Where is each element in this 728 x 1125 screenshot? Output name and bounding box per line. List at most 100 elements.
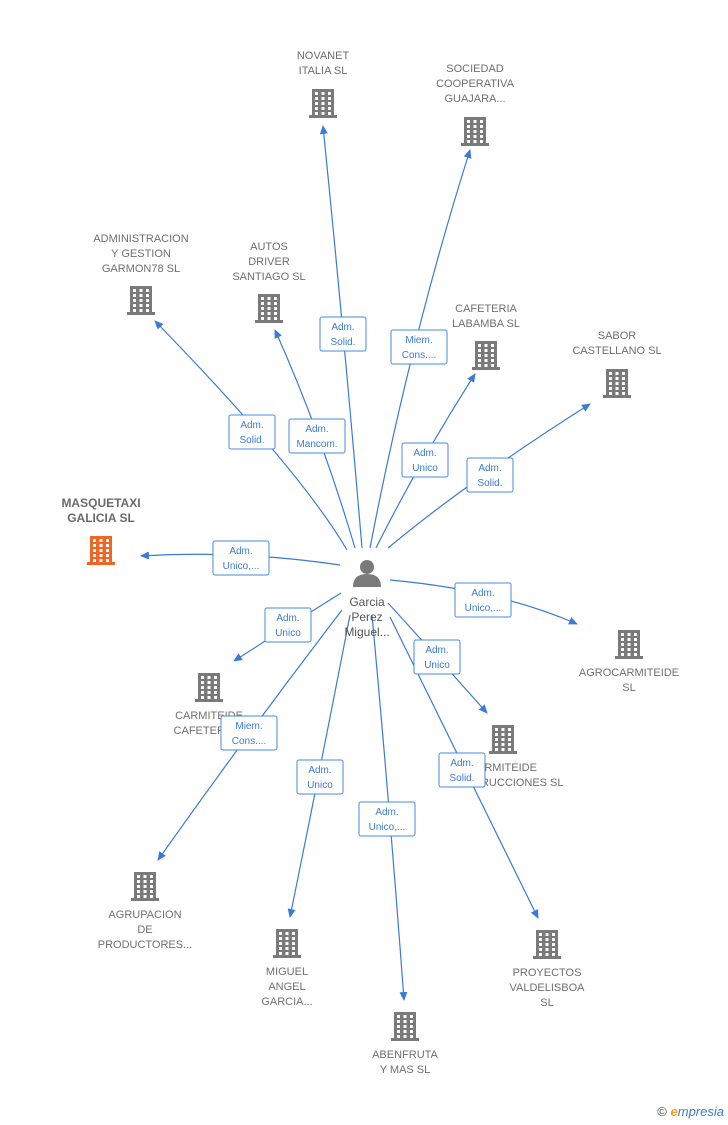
edge-label-sabor[interactable]: Adm. Solid. (466, 457, 514, 493)
node-autos[interactable]: AUTOS DRIVER SANTIAGO SL (232, 241, 306, 323)
node-label-line: SL (622, 682, 635, 694)
edge-label-box (466, 457, 514, 493)
building-icon (195, 673, 223, 702)
edge-label-carmiteide-construcciones[interactable]: Adm. Unico (413, 639, 461, 675)
edge-label-line: Adm. (425, 645, 448, 656)
edge-label-line: Unico,... (369, 822, 406, 833)
edge-label-line: Unico (307, 780, 333, 791)
footer-brand: © empresia (657, 1104, 724, 1119)
edge-label-line: Adm. (413, 448, 436, 459)
edge-label-box (401, 442, 449, 478)
node-label-line: SL (540, 997, 553, 1009)
edge-label-sociedad[interactable]: Miem.Cons.... (390, 329, 448, 365)
building-icon (273, 929, 301, 958)
node-label-line: DE (137, 924, 152, 936)
edge-label-proyectos[interactable]: Adm. Solid. (438, 752, 486, 788)
edge-label-box (438, 752, 486, 788)
node-label-line: COOPERATIVA (436, 78, 514, 90)
building-icon (461, 117, 489, 146)
node-label-line: AUTOS (250, 241, 288, 253)
edge-labels-layer: Adm.Solid.Miem.Cons....Adm.Solid.Adm.Man… (212, 316, 514, 837)
edge-label-line: Cons.... (232, 736, 266, 747)
edge-label-masquetaxi[interactable]: Adm. Unico,... (212, 540, 270, 576)
building-icon (309, 89, 337, 118)
edge-label-line: Adm. (375, 807, 398, 818)
edge-label-novanet[interactable]: Adm. Solid. (319, 316, 367, 352)
node-label-line: Y GESTION (111, 248, 171, 260)
edge-label-box (228, 414, 276, 450)
building-icon (603, 369, 631, 398)
edge-label-line: Adm. (450, 758, 473, 769)
center-person[interactable]: GarciaPerezMiguel... (344, 560, 390, 639)
edge-label-miguel-angel[interactable]: Adm. Unico (296, 759, 344, 795)
edge-label-administracion[interactable]: Adm. Solid. (228, 414, 276, 450)
edge-label-line: Adm. (308, 765, 331, 776)
building-icon (127, 286, 155, 315)
edge-label-box (264, 607, 312, 643)
building-icon (615, 630, 643, 659)
building-icon (87, 536, 115, 565)
edge-label-box (454, 582, 512, 618)
node-cafeteria-labamba[interactable]: CAFETERIA LABAMBA SL (452, 303, 520, 370)
edge-label-line: Adm. (229, 546, 252, 557)
node-agrupacion[interactable]: AGRUPACIONDEPRODUCTORES... (98, 872, 193, 951)
node-label-line: LABAMBA SL (452, 318, 520, 330)
building-icon (255, 294, 283, 323)
edge-label-line: Miem. (405, 335, 432, 346)
edge-label-abenfruta[interactable]: Adm. Unico,... (358, 801, 416, 837)
center-label-line: Perez (351, 610, 382, 624)
edge-label-line: Solid. (330, 337, 355, 348)
edge-label-box (413, 639, 461, 675)
node-label-line: SANTIAGO SL (232, 271, 305, 283)
edge-label-carmiteide-cafeteria[interactable]: Adm.Unico (264, 607, 312, 643)
edge-label-box (220, 715, 278, 751)
edge-label-cafeteria-labamba[interactable]: Adm. Unico (401, 442, 449, 478)
edge-label-box (296, 759, 344, 795)
edge-label-line: Adm. (240, 420, 263, 431)
edge-label-box (212, 540, 270, 576)
edge-label-line: Solid. (477, 478, 502, 489)
node-label-line: SABOR (598, 330, 637, 342)
node-label-line: AGRUPACION (108, 909, 181, 921)
building-icon (472, 341, 500, 370)
node-label-line: CAFETERIA (455, 303, 517, 315)
edge-label-line: Adm. (331, 322, 354, 333)
edge-label-agrocarmiteide[interactable]: Adm.Unico,... (454, 582, 512, 618)
building-icon (533, 930, 561, 959)
edge-label-box (358, 801, 416, 837)
node-miguel-angel[interactable]: MIGUELANGELGARCIA... (261, 929, 313, 1008)
node-label-line: PROYECTOS (513, 967, 582, 979)
edge-label-line: Unico (412, 463, 438, 474)
edge-label-line: Unico,... (465, 603, 502, 614)
node-label-line: GALICIA SL (67, 511, 135, 525)
edge-label-line: Solid. (239, 435, 264, 446)
edge-label-line: Adm. (478, 463, 501, 474)
edge-label-line: Solid. (449, 773, 474, 784)
center-label-line: Garcia (349, 595, 385, 609)
edge-label-autos[interactable]: Adm.Mancom. (288, 418, 346, 454)
edge-label-agrupacion[interactable]: Miem.Cons.... (220, 715, 278, 751)
node-label-line: SOCIEDAD (446, 63, 504, 75)
node-label-line: Y MAS SL (380, 1064, 431, 1076)
node-agrocarmiteide[interactable]: AGROCARMITEIDE SL (579, 630, 679, 694)
person-icon (353, 560, 381, 587)
edge-label-box (319, 316, 367, 352)
edge-label-line: Unico,... (223, 561, 260, 572)
center-label-line: Miguel... (344, 625, 389, 639)
node-label-line: CARMITEIDE (469, 762, 537, 774)
edge-label-line: Unico (424, 660, 450, 671)
building-icon (131, 872, 159, 901)
node-label-line: AGROCARMITEIDE (579, 667, 679, 679)
edge-administracion (154, 320, 348, 551)
node-sociedad[interactable]: SOCIEDADCOOPERATIVAGUAJARA... (436, 63, 515, 146)
node-label-line: GARMON78 SL (102, 263, 180, 275)
node-label-line: DRIVER (248, 256, 290, 268)
